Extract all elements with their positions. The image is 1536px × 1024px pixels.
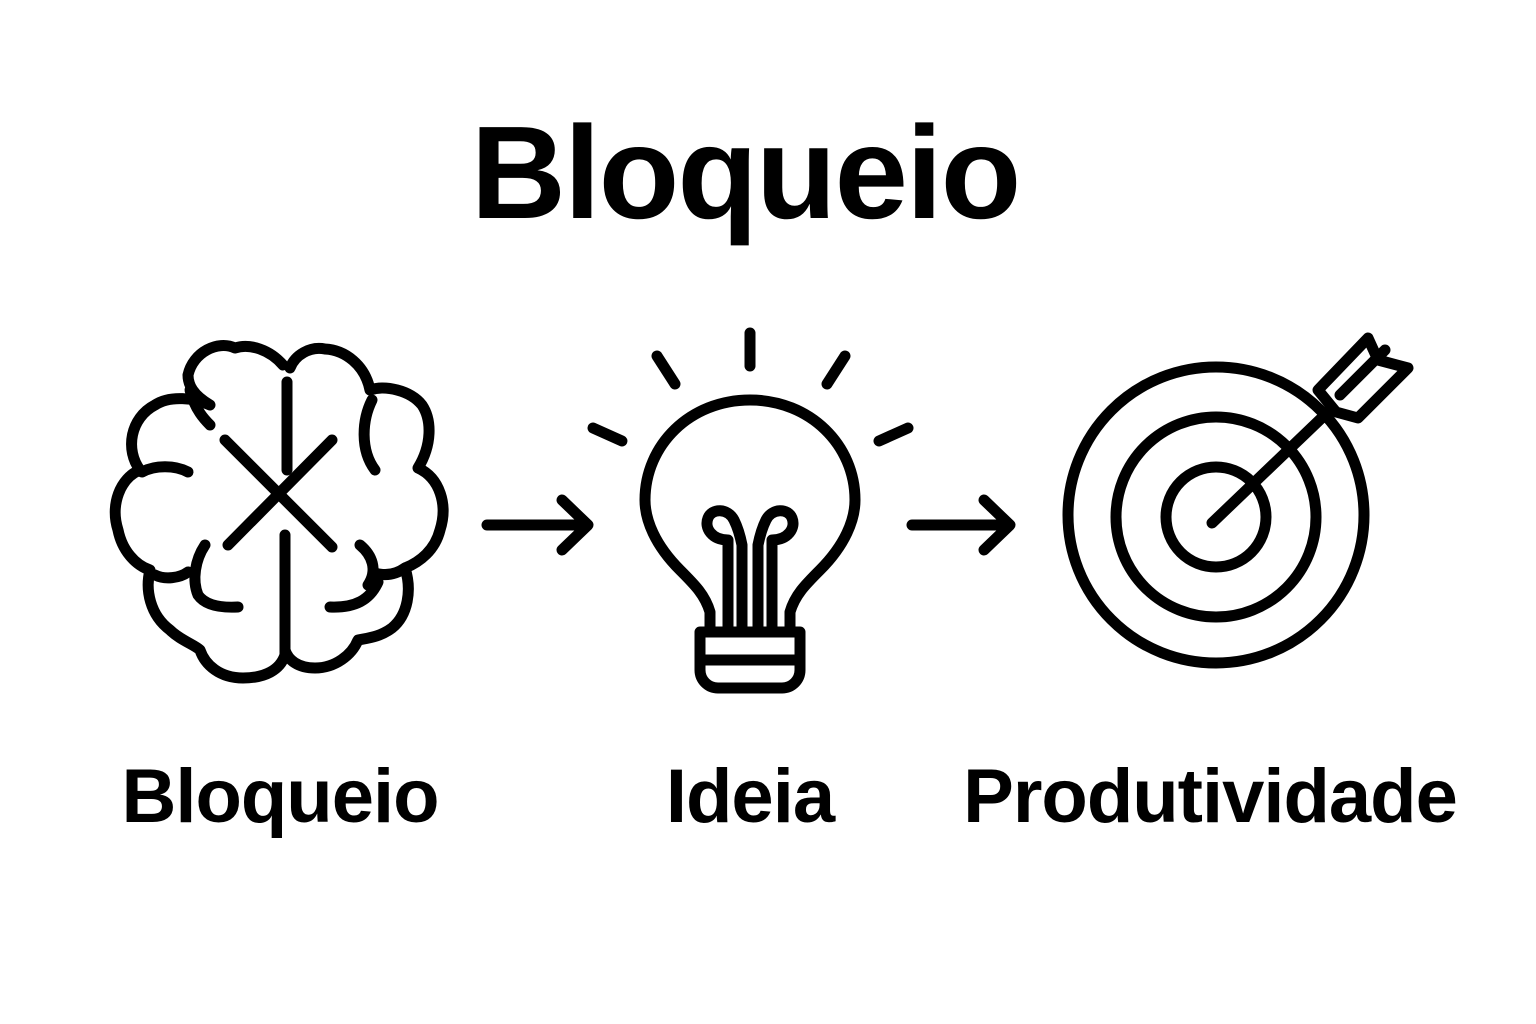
brain-crossed-icon bbox=[109, 340, 449, 684]
diagram-title: Bloqueio bbox=[470, 99, 1022, 246]
step-label-bloqueio: Bloqueio bbox=[121, 754, 439, 839]
arrow-right-icon bbox=[481, 494, 594, 556]
lightbulb-icon bbox=[587, 327, 914, 694]
step-label-produtividade: Produtividade bbox=[963, 754, 1458, 839]
arrow-right-icon bbox=[906, 494, 1016, 556]
step-label-ideia: Ideia bbox=[665, 754, 835, 839]
target-arrow-icon bbox=[1062, 332, 1414, 669]
